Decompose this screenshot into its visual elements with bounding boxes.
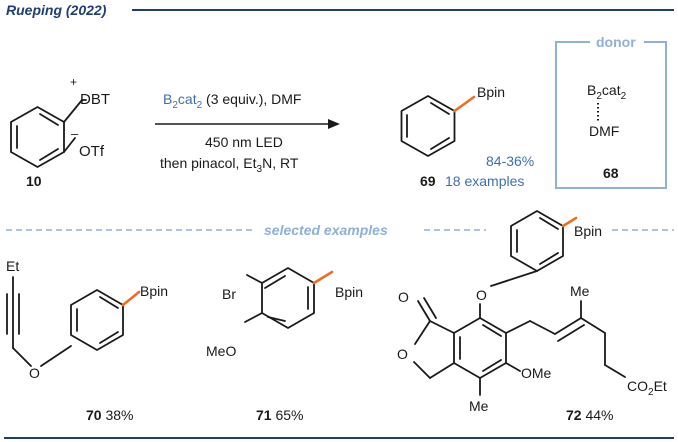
section-divider: selected examples [6, 222, 674, 238]
cond-line2: 450 nm LED [205, 134, 283, 150]
ex72-o-ring: O [397, 346, 408, 362]
sm-plus: + [70, 75, 77, 89]
donor-id: 68 [603, 165, 619, 181]
prod-yield: 84-36% [486, 153, 534, 169]
prod-examples: 18 examples [445, 173, 524, 189]
sm-dbt: DBT [80, 91, 110, 108]
ex72-label: 72 44% [566, 407, 614, 423]
ex70-label: 70 38% [86, 407, 134, 423]
ex72-co2et: CO2Et [627, 378, 667, 398]
prod-bpin: Bpin [477, 84, 505, 100]
ex72-o-carbonyl: O [398, 289, 409, 305]
ex71-br: Br [222, 286, 236, 302]
arrow-head [328, 119, 340, 129]
header-title: Rueping (2022) [6, 2, 107, 18]
starting-material-10: + DBT – OTf 10 [10, 75, 110, 189]
ex71-label: 71 65% [256, 407, 304, 423]
cond-line3: then pinacol, Et3N, RT [160, 155, 299, 175]
sm-id: 10 [26, 173, 42, 189]
sm-minus: – [71, 126, 79, 141]
reaction-conditions: B2cat2 (3 equiv.), DMF 450 nm LED then p… [155, 91, 340, 175]
sm-otf: OTf [79, 143, 105, 160]
ex72-bpin: Bpin [574, 223, 602, 239]
ex71-meo: MeO [206, 343, 236, 359]
ex72-ome: OMe [521, 365, 552, 381]
ex72-o-link: O [476, 287, 487, 303]
donor-dmf: DMF [589, 123, 619, 139]
ex72-me-bot: Me [469, 398, 489, 414]
example-71: Br MeO Bpin 71 65% [206, 267, 363, 423]
example-70: Et O Bpin 70 38% [6, 258, 168, 423]
ex70-bpin: Bpin [140, 283, 168, 299]
ex71-bpin: Bpin [335, 284, 363, 300]
section-label: selected examples [264, 222, 388, 238]
ex70-o: O [29, 365, 40, 381]
example-72: Bpin O O O Me OMe Me CO2Et 7 [397, 210, 667, 423]
cond-line1: B2cat2 (3 equiv.), DMF [163, 91, 301, 111]
donor-box: donor B2cat2 DMF 68 [555, 34, 667, 189]
ex70-et: Et [6, 258, 19, 274]
prod-id: 69 [420, 173, 436, 189]
donor-b2cat2: B2cat2 [587, 82, 627, 102]
ex72-me-top: Me [570, 283, 590, 299]
product-69: Bpin 84-36% 69 18 examples [400, 84, 534, 189]
donor-label: donor [596, 34, 636, 50]
